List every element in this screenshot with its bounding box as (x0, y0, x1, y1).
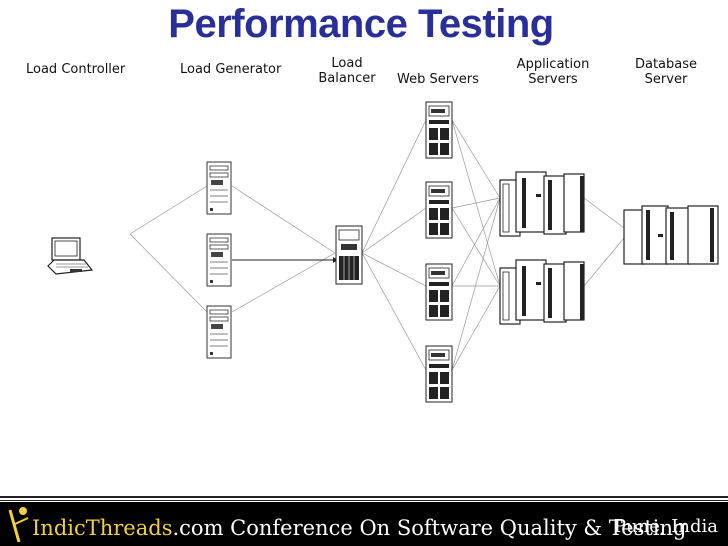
label-load-generator: Load Generator (180, 62, 282, 77)
database-server-icon (623, 205, 719, 265)
conference-title: Conference On Software Quality & Testing (223, 516, 687, 540)
label-load-balancer-line1: Load (331, 56, 363, 71)
indicthreads-logo-icon (8, 507, 29, 543)
label-load-balancer: Load Balancer (314, 56, 380, 86)
load-balancer-icon (335, 225, 363, 285)
footer-bar: IndicThreads.com Conference On Software … (0, 502, 728, 546)
label-application-servers: Application Servers (513, 57, 593, 87)
label-database-server-line2: Server (644, 72, 688, 87)
application-server-2-icon (499, 259, 585, 325)
label-load-balancer-line2: Balancer (318, 71, 376, 86)
web-server-3-icon (425, 263, 453, 321)
load-generator-3-icon (206, 305, 232, 359)
architecture-diagram: Load Controller Load Generator Load Bala… (0, 48, 728, 420)
label-application-servers-line1: Application (516, 57, 590, 72)
footer-location: Pune, India (613, 516, 718, 537)
slide-title: Performance Testing (168, 2, 554, 46)
footer-rule-bottom (0, 500, 728, 501)
footer-rule-top (0, 496, 728, 498)
diagram-canvas (47, 101, 719, 403)
web-server-4-icon (425, 345, 453, 403)
label-application-servers-line2: Servers (528, 72, 578, 87)
laptop-icon (47, 237, 94, 275)
label-database-server: Database Server (628, 57, 704, 87)
brand-domain: .com (172, 516, 224, 540)
label-database-server-line1: Database (634, 57, 698, 72)
connection-lines (129, 119, 625, 371)
brand-name: IndicThreads (32, 516, 173, 540)
footer-brand: IndicThreads.com Conference On Software … (32, 516, 687, 540)
web-server-1-icon (425, 101, 453, 159)
application-server-1-icon (499, 171, 585, 237)
web-server-2-icon (425, 181, 453, 239)
label-load-controller: Load Controller (26, 62, 126, 77)
load-generator-2-icon (206, 233, 232, 287)
load-generator-1-icon (206, 161, 232, 215)
label-web-servers: Web Servers (397, 72, 479, 87)
